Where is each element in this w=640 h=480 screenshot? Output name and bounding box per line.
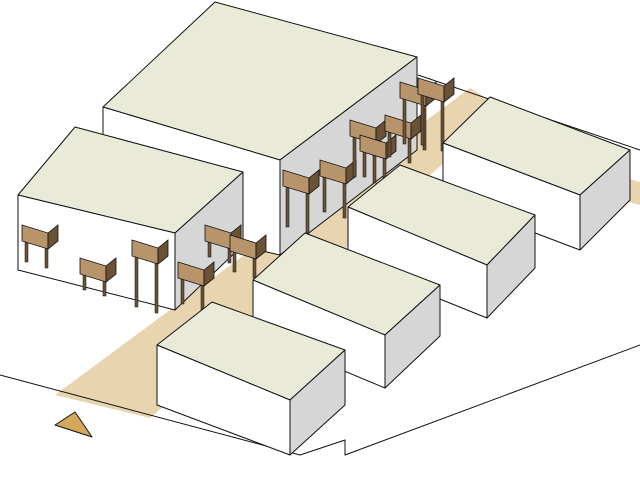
balcony [417, 77, 455, 152]
building-small-4 [442, 96, 631, 251]
site-boundary [0, 344, 640, 456]
building-small-3 [347, 164, 536, 319]
balcony-post [82, 274, 87, 291]
balcony-post [24, 241, 29, 263]
balcony [79, 257, 117, 297]
balcony-post [342, 182, 347, 219]
balcony-side [105, 257, 117, 283]
balconies [21, 77, 455, 314]
balcony [131, 239, 169, 314]
balcony-post [134, 256, 139, 308]
balcony-post [305, 192, 310, 234]
balcony-post [180, 278, 185, 305]
balcony [229, 234, 267, 279]
triangle-marker-icon [54, 411, 93, 438]
balcony-post [362, 151, 367, 178]
building-small-1 [156, 301, 346, 456]
balcony-side [203, 261, 215, 287]
balcony-side [157, 239, 169, 265]
balcony-post [200, 284, 205, 311]
balcony-side [47, 224, 59, 250]
balcony-side [375, 119, 387, 145]
balcony-post [407, 137, 412, 164]
building-small-2 [252, 232, 441, 389]
balcony-post [154, 262, 159, 314]
balcony [349, 119, 387, 184]
balcony [282, 169, 320, 234]
balcony-post [252, 257, 257, 279]
balcony-post [207, 241, 212, 258]
balcony [21, 224, 59, 269]
balcony [177, 261, 215, 311]
balcony-side [443, 77, 455, 103]
balcony-post [420, 94, 425, 146]
balcony-post [352, 136, 357, 178]
balcony-post [44, 247, 49, 269]
balcony [319, 159, 357, 219]
balcony-post [387, 131, 392, 158]
balcony-post [322, 176, 327, 213]
balcony-side [255, 234, 267, 260]
balcony-side [308, 169, 320, 195]
balcony-post [232, 251, 237, 273]
balcony-post [102, 280, 107, 297]
balcony-post [285, 186, 290, 228]
balcony-post [402, 98, 407, 145]
